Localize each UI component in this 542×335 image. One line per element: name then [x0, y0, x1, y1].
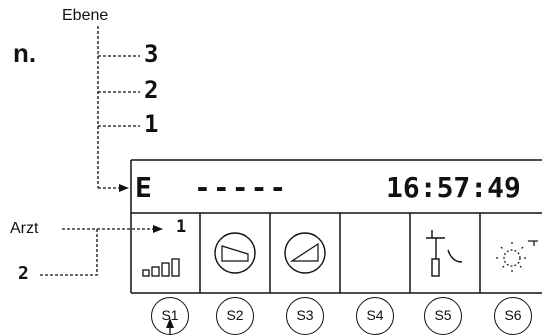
softkey-s4[interactable]: S4: [356, 297, 394, 335]
callout-number: 2: [18, 263, 29, 284]
pipe-branch-icon: [426, 230, 463, 277]
callout-2-connector: [40, 229, 98, 276]
mode-indicator: E: [135, 171, 152, 204]
clock-time: 16:57:49: [386, 171, 521, 204]
level-tree-connector: [97, 26, 140, 192]
signal-strength-icon: [142, 258, 180, 277]
softkey-s2[interactable]: S2: [216, 297, 254, 335]
level-label: Ebene: [62, 7, 109, 24]
softkey-s1[interactable]: S1: [151, 297, 189, 335]
valve-opening-icon: [284, 232, 326, 274]
valve-closing-icon: [214, 232, 256, 274]
heading-fragment: n.: [13, 38, 37, 68]
level-1: 1: [144, 110, 159, 138]
level-3: 3: [144, 40, 159, 68]
display-frame: [130, 159, 542, 294]
softkey-s5[interactable]: S5: [424, 297, 462, 335]
status-dashes: -----: [194, 171, 289, 204]
softkey-s3[interactable]: S3: [286, 297, 324, 335]
signal-level-value: 1: [176, 217, 187, 237]
level-2: 2: [144, 76, 159, 104]
softkey-s6[interactable]: S6: [494, 297, 532, 335]
doctor-label: Arzt: [10, 220, 39, 237]
sun-icon: [496, 240, 538, 274]
